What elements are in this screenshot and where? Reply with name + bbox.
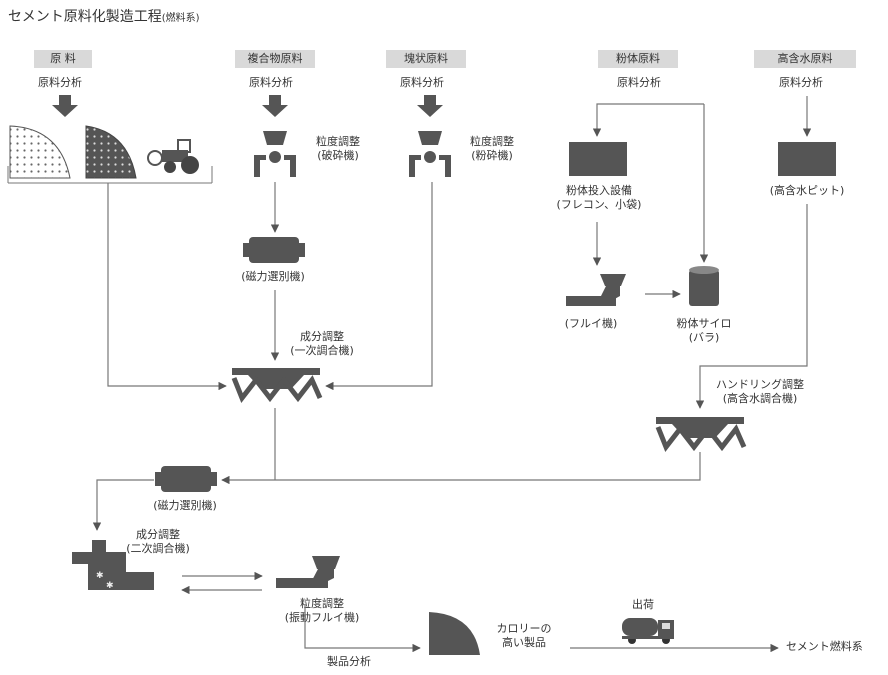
silo-icon xyxy=(689,266,719,306)
analysis-label-lump: 原料分析 xyxy=(400,76,444,89)
header-high-water: 高含水原料 xyxy=(754,50,856,68)
analysis-label-raw: 原料分析 xyxy=(38,76,82,89)
silo-label-line2: (バラ) xyxy=(688,331,720,344)
analysis-label-powder: 原料分析 xyxy=(617,76,661,89)
magnet-separator-1-icon xyxy=(243,237,305,263)
title-subtitle: (燃料系) xyxy=(161,13,200,24)
mix2-label-line2: (二次調合機) xyxy=(126,542,190,555)
high-water-pit-box xyxy=(778,142,836,176)
thick-arrow-composite xyxy=(262,95,288,117)
tractor-icon xyxy=(147,139,199,174)
product-analysis-label: 製品分析 xyxy=(327,655,371,668)
primary-mixer-icon xyxy=(231,368,323,403)
header-lump: 塊状原料 xyxy=(386,50,466,68)
pulverizer-label-line1: 粒度調整 xyxy=(470,135,514,148)
pit-label: (高含水ピット) xyxy=(769,184,845,197)
magnet2-label: (磁力選別機) xyxy=(153,499,217,512)
powder-input-box xyxy=(569,142,627,176)
svg-text:✱: ✱ xyxy=(106,581,114,591)
vib-label: 粒度調整 (振動フルイ機) xyxy=(272,597,372,625)
pulverizer-label-line2: (粉砕機) xyxy=(471,149,513,162)
powder-input-label-line2: (フレコン、小袋) xyxy=(556,198,642,211)
handling-label-line1: ハンドリング調整 xyxy=(716,378,804,391)
title-text: セメント原料化製造工程 xyxy=(8,9,162,25)
crusher-label: 粒度調整 (破砕機) xyxy=(308,135,368,163)
mix1-label-line2: (一次調合機) xyxy=(290,344,354,357)
mix1-label: 成分調整 (一次調合機) xyxy=(282,330,362,358)
pulverizer-icon xyxy=(409,131,451,177)
silo-label-line1: 粉体サイロ xyxy=(676,317,732,330)
secondary-mixer-icon: ✱ ✱ xyxy=(72,540,154,591)
product-pile-icon xyxy=(429,612,480,655)
svg-text:✱: ✱ xyxy=(96,571,104,581)
header-raw: 原 料 xyxy=(34,50,92,68)
crusher-label-line1: 粒度調整 xyxy=(316,135,360,148)
diagram-title: セメント原料化製造工程(燃料系) xyxy=(8,6,200,26)
analysis-label-composite: 原料分析 xyxy=(249,76,293,89)
crusher-icon xyxy=(254,131,296,177)
sieve-label: (フルイ機) xyxy=(564,317,618,330)
vib-label-line2: (振動フルイ機) xyxy=(284,611,360,624)
thick-arrow-lump xyxy=(417,95,443,117)
handling-label-line2: (高含水調合機) xyxy=(722,392,798,405)
silo-label: 粉体サイロ (バラ) xyxy=(664,317,744,345)
calorie-label-line1: カロリーの xyxy=(496,622,552,635)
calorie-label-line2: 高い製品 xyxy=(502,636,546,649)
raw-material-piles xyxy=(7,125,213,184)
magnet1-label: (磁力選別機) xyxy=(241,270,305,283)
header-composite: 複合物原料 xyxy=(235,50,315,68)
handling-label: ハンドリング調整 (高含水調合機) xyxy=(700,378,820,406)
analysis-label-high-water: 原料分析 xyxy=(779,76,823,89)
shipping-label: 出荷 xyxy=(632,598,654,611)
vib-label-line1: 粒度調整 xyxy=(300,597,344,610)
sieve-icon xyxy=(566,274,626,306)
calorie-label: カロリーの 高い製品 xyxy=(484,622,564,650)
vibrating-sieve-icon xyxy=(276,556,340,588)
mix1-label-line1: 成分調整 xyxy=(300,330,344,343)
powder-input-label-line1: 粉体投入設備 xyxy=(566,184,632,197)
mix2-label: 成分調整 (二次調合機) xyxy=(118,528,198,556)
thick-arrow-raw xyxy=(52,95,78,117)
final-label: セメント燃料系 xyxy=(786,640,863,653)
flow-lines xyxy=(92,96,812,653)
magnet-separator-2-icon xyxy=(155,466,217,492)
header-powder: 粉体原料 xyxy=(598,50,678,68)
truck-icon xyxy=(622,618,674,644)
powder-input-label: 粉体投入設備 (フレコン、小袋) xyxy=(544,184,654,212)
crusher-label-line2: (破砕機) xyxy=(317,149,359,162)
mix2-label-line1: 成分調整 xyxy=(136,528,180,541)
pulverizer-label: 粒度調整 (粉砕機) xyxy=(462,135,522,163)
high-water-mixer-icon xyxy=(655,417,747,452)
